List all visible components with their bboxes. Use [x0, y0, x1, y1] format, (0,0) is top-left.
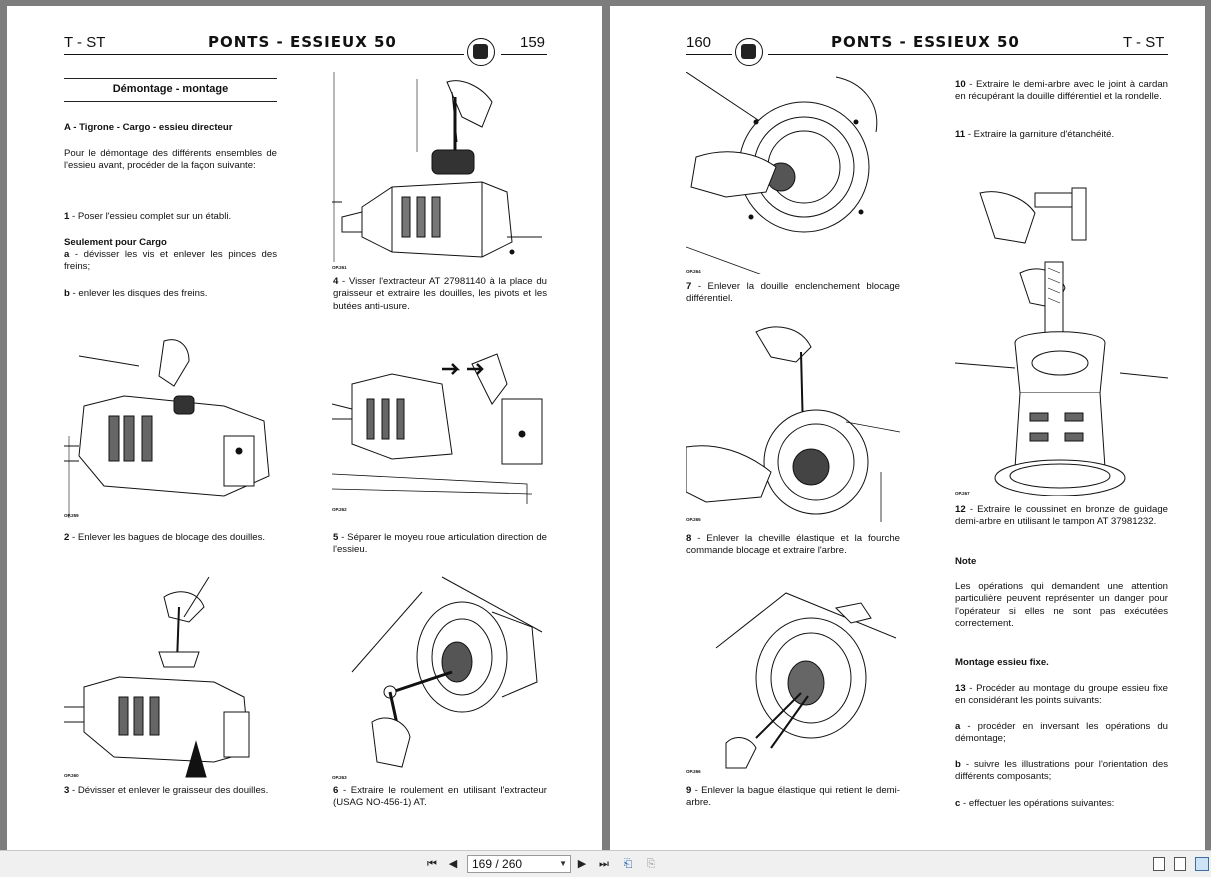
figure-op266: OP.266 — [686, 588, 900, 774]
page-header: T - ST PONTS - ESSIEUX 50 159 — [7, 32, 602, 72]
note-text: Les opérations qui demandent une attenti… — [955, 581, 1168, 630]
go-forward-icon[interactable]: ⎘ — [646, 858, 656, 870]
page-number: 160 — [686, 34, 712, 51]
montage-step-a: a - procéder en inversant les opérations… — [955, 721, 1168, 745]
step-3: 3 - Dévisser et enlever le graisseur des… — [64, 785, 269, 796]
next-page-icon[interactable]: ▶ — [577, 858, 587, 870]
page-number-field[interactable]: 169 / 260 ▼ — [467, 855, 571, 873]
montage-step-b: b - suivre les illustrations pour l'orie… — [955, 759, 1168, 783]
step-8: 8 - Enlever la cheville élastique et la … — [686, 533, 900, 557]
figure-op259: OP.259 — [64, 336, 277, 518]
header-title: PONTS - ESSIEUX 50 — [831, 33, 1020, 51]
header-code: T - ST — [1123, 34, 1165, 51]
brand-logo-icon — [735, 38, 763, 66]
page-159: T - ST PONTS - ESSIEUX 50 159 Démontage … — [7, 6, 602, 850]
step-9: 9 - Enlever la bague élastique qui retie… — [686, 785, 900, 809]
step-10: 10 - Extraire le demi-arbre avec le join… — [955, 79, 1168, 103]
step-b: b - enlever les disques des freins. — [64, 288, 208, 299]
go-back-icon[interactable]: ⎗ — [623, 858, 633, 870]
last-page-icon[interactable]: ⏭ — [599, 858, 609, 870]
figure-op262: OP.262 — [332, 344, 547, 512]
step-2: 2 - Enlever les bagues de blocage des do… — [64, 532, 266, 543]
montage-title: Montage essieu fixe. — [955, 657, 1049, 668]
subsection-title: A - Tigrone - Cargo - essieu directeur — [64, 122, 233, 133]
intro-text: Pour le démontage des différents ensembl… — [64, 148, 277, 172]
figure-op267: OP.267 — [955, 178, 1168, 496]
step-4: 4 - Visser l'extracteur AT 27981140 à la… — [333, 276, 547, 312]
note-title: Note — [955, 556, 977, 567]
header-code: T - ST — [64, 34, 106, 51]
step-13: 13 - Procéder au montage du groupe essie… — [955, 683, 1168, 707]
section-title: Démontage - montage — [112, 83, 229, 95]
header-title: PONTS - ESSIEUX 50 — [208, 33, 397, 51]
page-header: 160 PONTS - ESSIEUX 50 T - ST — [610, 32, 1205, 72]
step-5: 5 - Séparer le moyeu roue articulation d… — [333, 532, 547, 556]
step-a: a - dévisser les vis et enlever les pinc… — [64, 249, 277, 273]
document-viewport[interactable]: T - ST PONTS - ESSIEUX 50 159 Démontage … — [0, 0, 1211, 850]
single-page-icon[interactable] — [1153, 857, 1165, 871]
page-160: 160 PONTS - ESSIEUX 50 T - ST OP.264 7 - — [610, 6, 1205, 850]
step-11: 11 - Extraire la garniture d'étanchéité. — [955, 129, 1115, 140]
brand-logo-icon — [467, 38, 495, 66]
figure-op260: OP.260 — [64, 572, 277, 778]
page-dropdown-icon[interactable]: ▼ — [559, 859, 567, 868]
facing-pages-icon[interactable] — [1195, 857, 1209, 871]
continuous-icon[interactable] — [1174, 857, 1186, 871]
figure-op261: OP.261 — [332, 72, 547, 270]
step-12: 12 - Extraire le coussinet en bronze de … — [955, 504, 1168, 528]
step-7: 7 - Enlever la douille enclenchement blo… — [686, 281, 900, 305]
page-number: 159 — [520, 34, 546, 51]
prev-page-icon[interactable]: ◀ — [448, 858, 458, 870]
first-page-icon[interactable]: ⏮ — [427, 858, 437, 870]
cargo-title: Seulement pour Cargo — [64, 237, 167, 248]
step-1: 1 - Poser l'essieu complet sur un établi… — [64, 211, 232, 222]
step-6: 6 - Extraire le roulement en utilisant l… — [333, 785, 547, 809]
figure-op263: OP.263 — [332, 572, 547, 780]
viewer-toolbar: ⏮ ◀ 169 / 260 ▼ ▶ ⏭ ⎗ ⎘ — [0, 850, 1211, 877]
montage-step-c: c - effectuer les opérations suivantes: — [955, 798, 1115, 809]
figure-op264: OP.264 — [686, 72, 900, 274]
figure-op265: OP.265 — [686, 322, 900, 522]
